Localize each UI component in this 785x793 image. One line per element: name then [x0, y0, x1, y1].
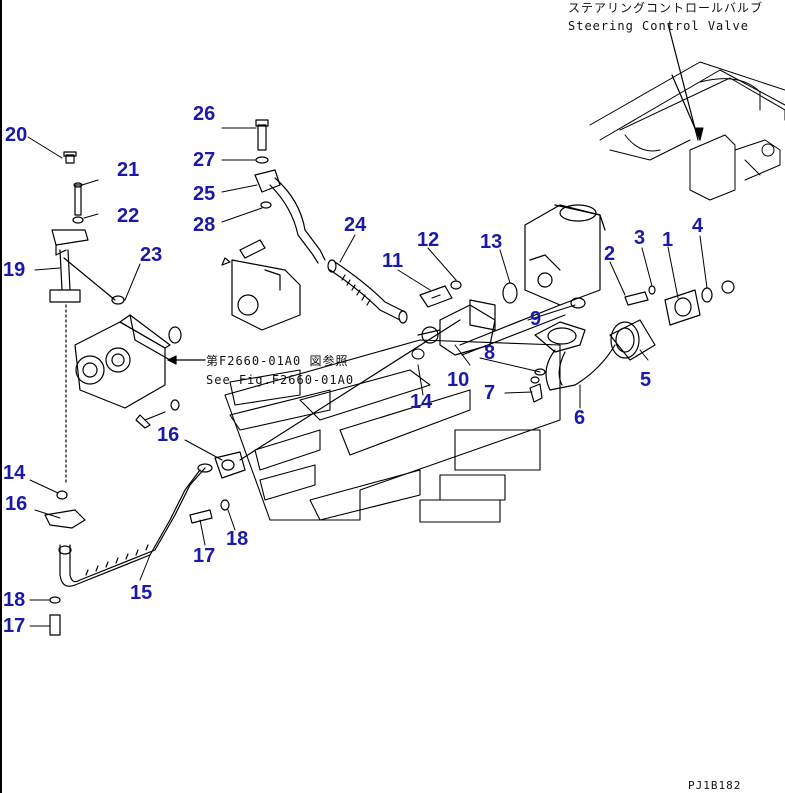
callout-14-upper: 14	[410, 391, 433, 413]
callout-5: 5	[640, 369, 652, 391]
upper-pump-assembly	[221, 119, 408, 331]
callout-2: 2	[604, 243, 616, 265]
callout-25: 25	[193, 183, 216, 205]
callout-14-lower: 14	[3, 462, 26, 484]
callout-22: 22	[117, 205, 140, 227]
callout-16-lower: 16	[5, 493, 28, 515]
callout-26: 26	[193, 103, 216, 125]
callout-24: 24	[344, 214, 367, 236]
reference-note-en: See Fig.F2660-01A0	[206, 373, 355, 387]
callout-17-upper: 17	[193, 545, 216, 567]
leader-lines	[27, 127, 708, 627]
callout-28: 28	[193, 214, 216, 236]
callout-23: 23	[140, 244, 163, 266]
elbow-pipe-assembly	[529, 280, 735, 403]
pipe-19-assembly	[49, 151, 116, 500]
callout-4: 4	[692, 215, 704, 237]
callout-10: 10	[447, 369, 470, 391]
valve-block-assembly	[417, 204, 606, 356]
callout-3: 3	[634, 227, 646, 249]
callout-18-upper: 18	[226, 528, 249, 550]
callout-11: 11	[382, 250, 404, 272]
page-border	[0, 0, 2, 793]
callout-1: 1	[662, 229, 674, 251]
callout-9: 9	[530, 308, 542, 330]
callout-21: 21	[117, 159, 140, 181]
steering-valve-label-en: Steering Control Valve	[568, 19, 749, 33]
callout-12: 12	[417, 229, 440, 251]
hose-15-assembly	[44, 319, 461, 636]
callout-13: 13	[480, 231, 503, 253]
drawing-code: PJ1B182	[688, 779, 742, 792]
callout-15: 15	[130, 582, 153, 604]
callout-18-lower: 18	[3, 589, 26, 611]
steering-valve-label-jp: ステアリングコントロールバルブ	[568, 1, 764, 15]
callout-6: 6	[574, 407, 586, 429]
callout-20: 20	[5, 124, 28, 146]
steering-control-valve-area	[589, 61, 785, 201]
callout-19: 19	[3, 259, 26, 281]
callout-8: 8	[484, 342, 496, 364]
pump-assembly	[74, 295, 206, 429]
callout-17-lower: 17	[3, 615, 26, 637]
callout-16-upper: 16	[157, 424, 180, 446]
reference-note-jp: 第F2660-01A0 図参照	[206, 354, 349, 368]
callout-27: 27	[193, 149, 216, 171]
callout-7: 7	[484, 382, 496, 404]
steering-valve-leader	[667, 23, 699, 141]
